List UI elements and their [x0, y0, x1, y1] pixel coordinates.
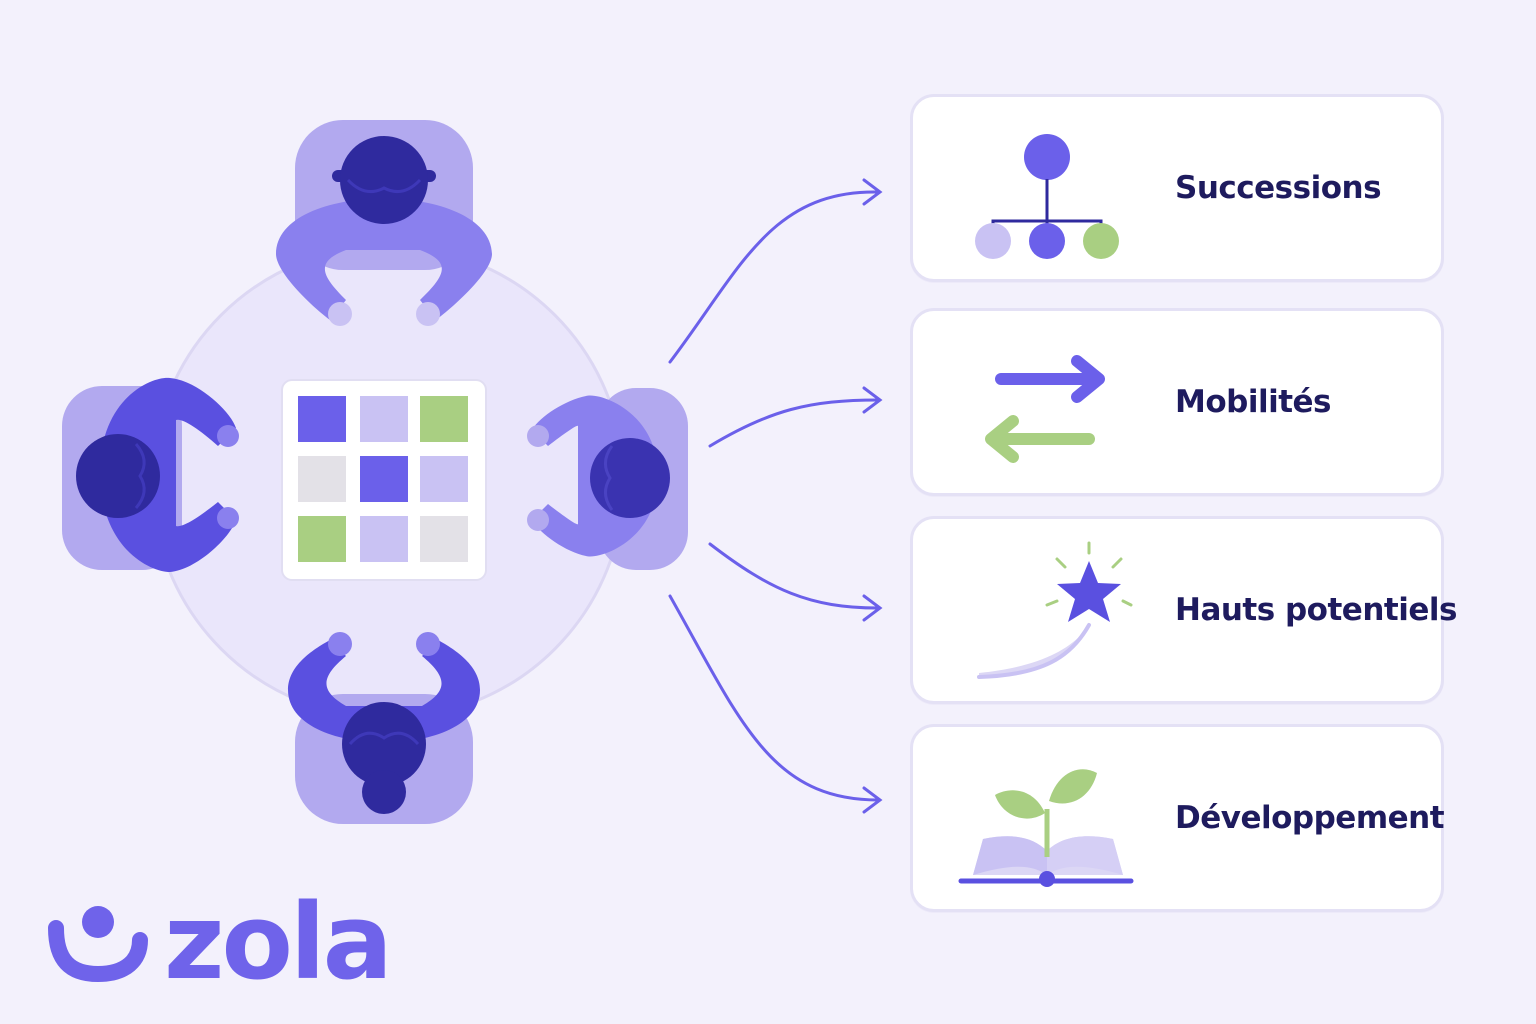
person-top [276, 120, 492, 326]
grid-cell [298, 396, 346, 442]
card-label: Mobilités [1175, 384, 1332, 420]
card-developpement: Développement [910, 724, 1445, 912]
grid-board [281, 379, 487, 581]
card-label: Successions [1175, 170, 1382, 206]
grid-cell [420, 456, 468, 502]
grid-cell [298, 516, 346, 562]
card-successions: Successions [910, 94, 1444, 282]
connector-arrows [668, 178, 883, 814]
person-bottom [288, 632, 480, 824]
connector-arrow-mobilites [708, 398, 880, 448]
grid-cell [360, 456, 408, 502]
grid-cell [360, 396, 408, 442]
connector-arrow-successions [668, 190, 880, 364]
person-right [527, 388, 688, 570]
logo-wordmark: zola [164, 881, 393, 1003]
grid-cell [360, 516, 408, 562]
grid-cell [420, 396, 468, 442]
org-chart-icon [975, 134, 1119, 259]
card-label: Hauts potentiels [1175, 592, 1457, 628]
swap-arrows-icon [985, 355, 1105, 463]
card-label: Développement [1175, 800, 1445, 836]
connector-arrow-hauts [708, 542, 880, 610]
grid-cell [298, 456, 346, 502]
plant-book-icon [958, 769, 1134, 887]
card-mobilites: Mobilités [910, 308, 1444, 496]
shooting-star-icon [977, 541, 1133, 679]
connector-arrow-dev [668, 594, 880, 802]
grid-cell [420, 516, 468, 562]
smile-logo-icon [48, 906, 148, 983]
person-left [62, 377, 239, 572]
card-hauts-potentiels: Hauts potentiels [910, 516, 1457, 704]
